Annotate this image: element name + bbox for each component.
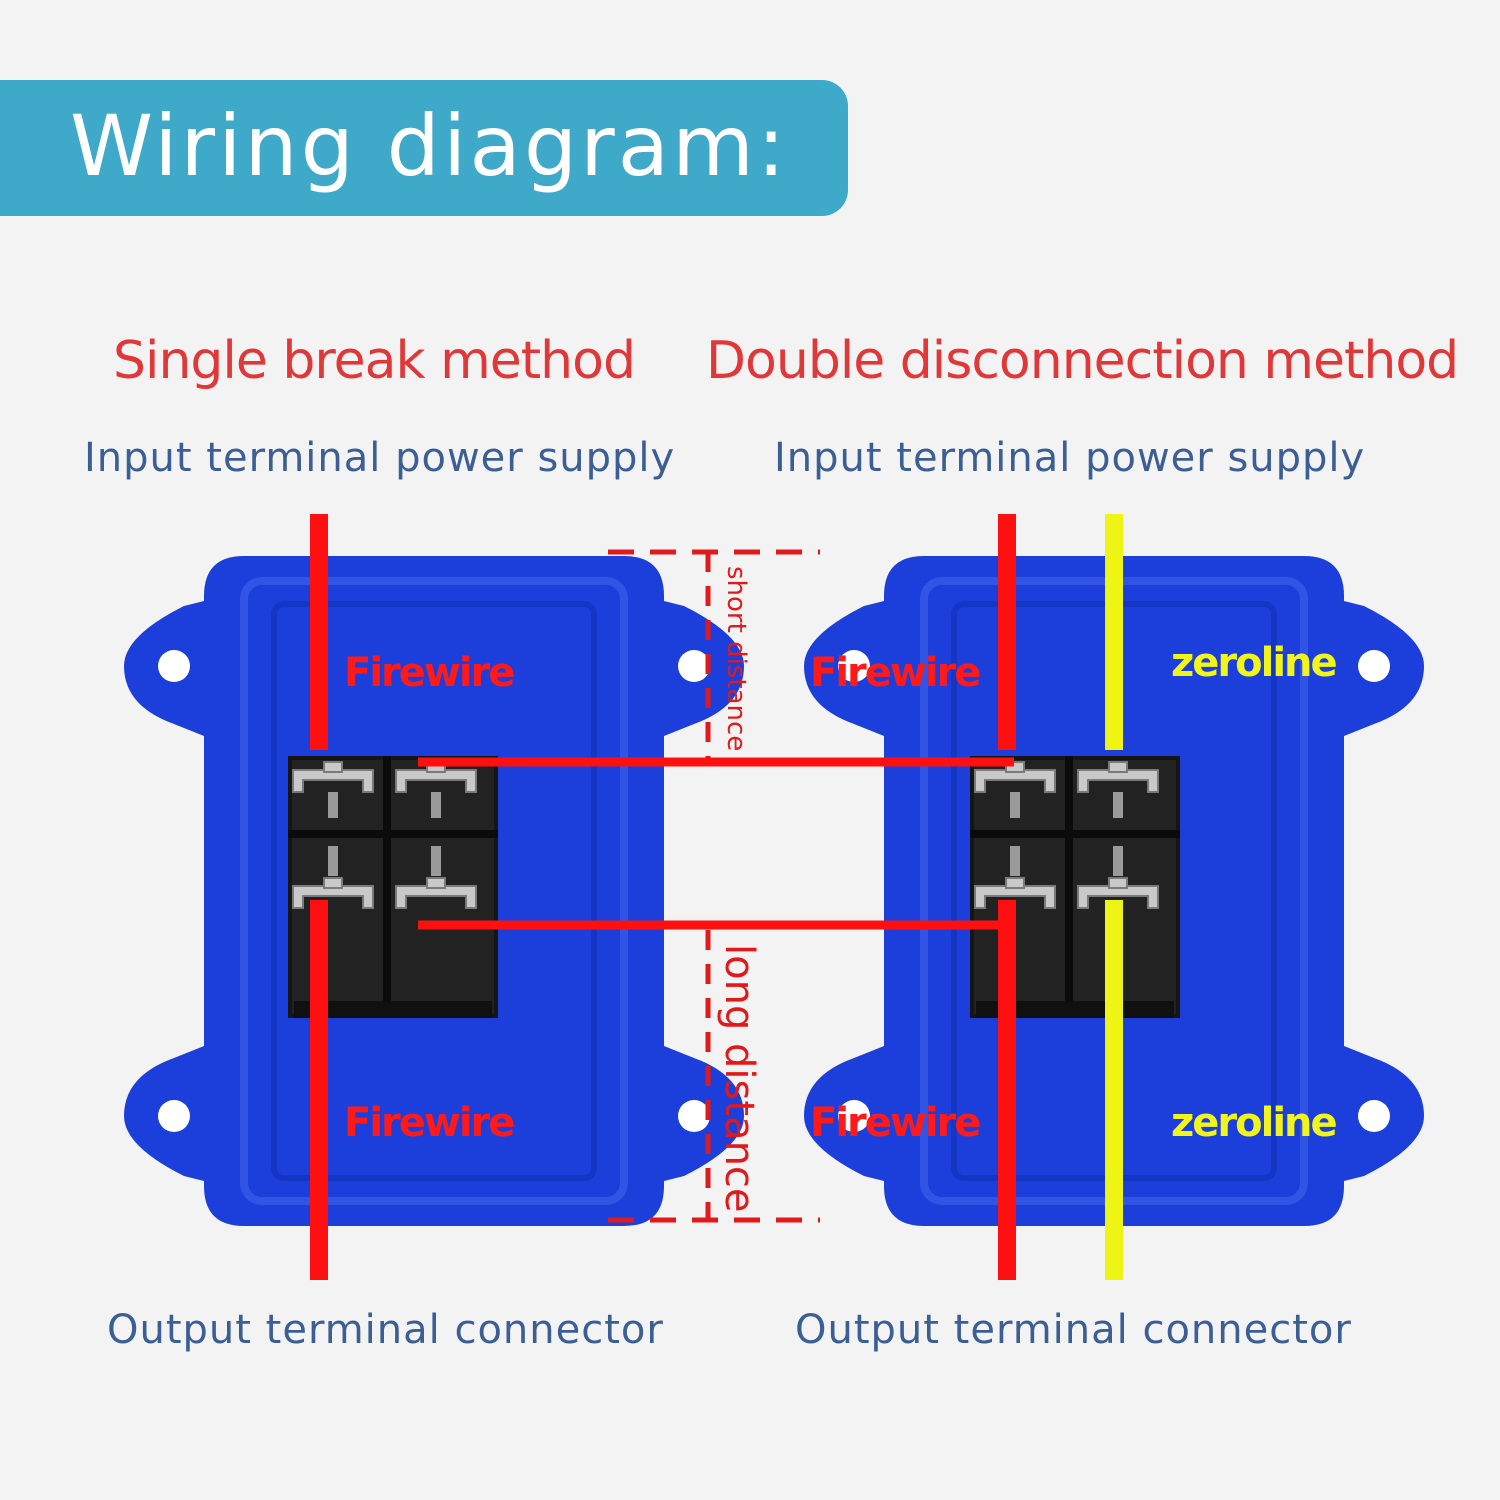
right-bottom-zeroline-label: zeroline [1171,1100,1337,1146]
left-output-label: Output terminal connector [107,1307,664,1353]
right-top-firewire-label: Firewire [810,650,980,696]
left-top-firewire-label: Firewire [344,650,514,696]
page-title: Wiring diagram: [70,97,789,195]
right-top-zeroline-label: zeroline [1171,640,1337,686]
left-input-label: Input terminal power supply [84,435,676,481]
double-disconnection-method-title: Double disconnection method [706,331,1459,391]
short-distance-label: short distance [721,566,751,751]
title-banner [0,80,848,216]
bridge-wires [418,757,1014,930]
right-output-label: Output terminal connector [795,1307,1352,1353]
left-bottom-firewire-label: Firewire [344,1100,514,1146]
distance-markers [608,549,820,1223]
right-input-label: Input terminal power supply [774,435,1366,481]
single-break-method-title: Single break method [113,331,636,391]
long-distance-label: long distance [716,944,762,1213]
right-bottom-firewire-label: Firewire [810,1100,980,1146]
